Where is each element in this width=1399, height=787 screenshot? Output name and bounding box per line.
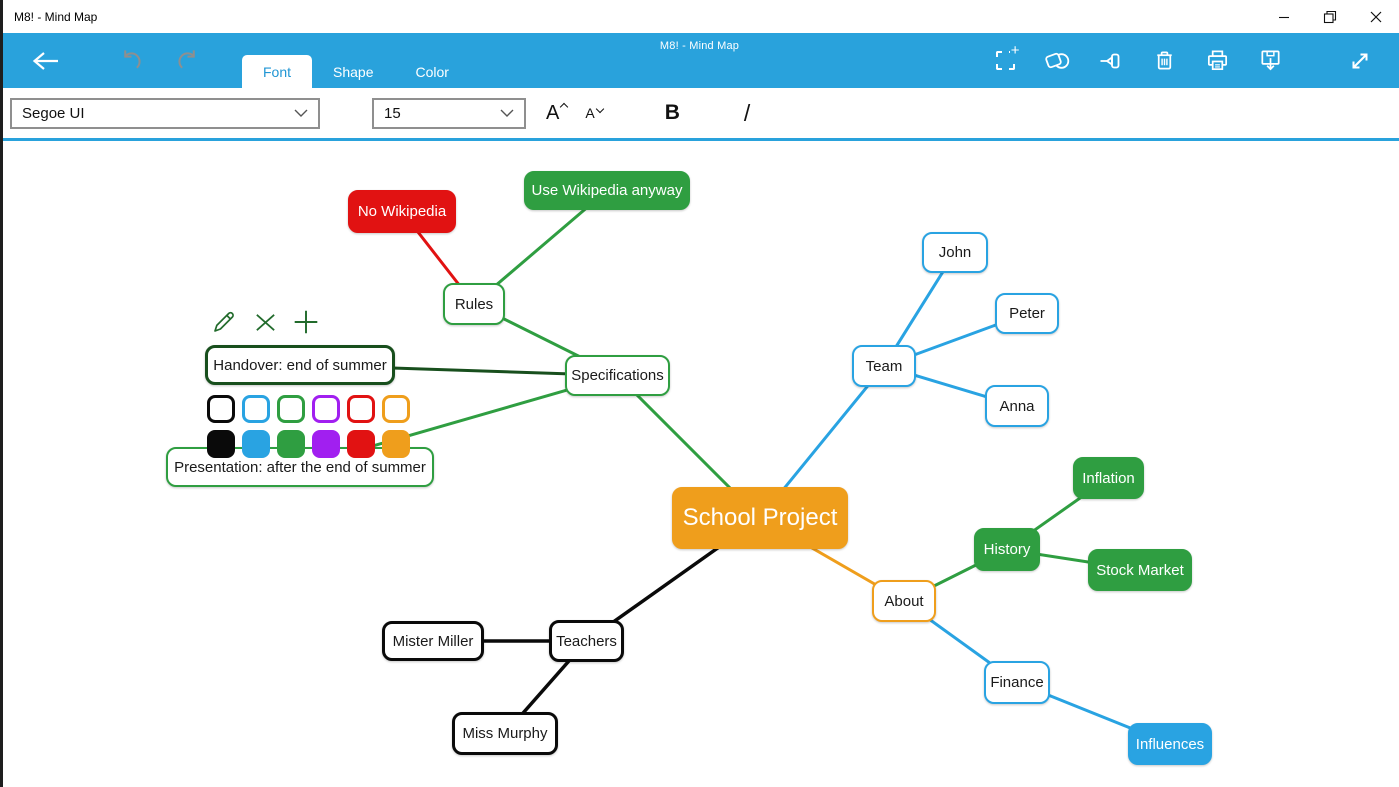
pin-icon <box>1100 53 1120 68</box>
palette-outline-swatch-4[interactable] <box>347 395 375 423</box>
decrease-font-size-button[interactable]: A <box>585 104 604 121</box>
titlebar: M8! - Mind Map <box>0 0 1399 33</box>
palette-outline-swatch-5[interactable] <box>382 395 410 423</box>
redo-icon <box>177 50 195 69</box>
pin-button[interactable] <box>1098 48 1124 74</box>
window-left-border <box>0 0 3 787</box>
node-teachers[interactable]: Teachers <box>549 620 624 662</box>
node-peter[interactable]: Peter <box>995 293 1059 334</box>
minimize-button[interactable] <box>1261 0 1307 33</box>
ribbon-tabs: Font Shape Color <box>242 33 470 88</box>
redo-button[interactable] <box>167 33 207 88</box>
print-button[interactable] <box>1204 48 1230 74</box>
node-handover[interactable]: Handover: end of summer <box>205 345 395 385</box>
node-mister-miller[interactable]: Mister Miller <box>382 621 484 661</box>
eraser-button[interactable] <box>1045 48 1071 74</box>
palette-outline-swatch-2[interactable] <box>277 395 305 423</box>
edit-pencil-icon <box>214 311 234 332</box>
caret-up-icon <box>560 102 569 111</box>
palette-fill-swatch-5[interactable] <box>382 430 410 458</box>
node-school-project[interactable]: School Project <box>672 487 848 549</box>
chevron-down-icon <box>500 109 514 117</box>
delete-cross-icon <box>255 314 275 331</box>
palette-fill-swatch-3[interactable] <box>312 430 340 458</box>
font-family-value: Segoe UI <box>22 104 85 122</box>
print-icon <box>1207 50 1227 71</box>
trash-icon <box>1156 51 1172 70</box>
multi-select-button[interactable]: + <box>992 43 1021 74</box>
node-rules[interactable]: Rules <box>443 283 505 325</box>
increase-font-letter: A <box>546 101 560 124</box>
edit-pencil-node-button[interactable] <box>210 309 238 337</box>
font-size-select[interactable]: 15 <box>372 97 526 129</box>
palette-fill-swatch-4[interactable] <box>347 430 375 458</box>
undo-icon <box>123 50 141 69</box>
node-history[interactable]: History <box>974 528 1040 571</box>
bold-button[interactable]: B <box>664 101 680 124</box>
palette-fill-swatch-2[interactable] <box>277 430 305 458</box>
palette-outline-swatch-0[interactable] <box>207 395 235 423</box>
multi-select-icon: + <box>995 43 1021 70</box>
node-miss-murphy[interactable]: Miss Murphy <box>452 712 558 755</box>
delete-button[interactable] <box>1151 48 1177 74</box>
italic-button[interactable]: / <box>743 99 751 126</box>
node-team[interactable]: Team <box>852 345 916 387</box>
node-inflation[interactable]: Inflation <box>1073 457 1144 499</box>
node-finance[interactable]: Finance <box>984 661 1050 704</box>
close-icon <box>1370 11 1382 22</box>
palette-outline-swatch-3[interactable] <box>312 395 340 423</box>
node-no-wikipedia[interactable]: No Wikipedia <box>348 190 456 233</box>
expand-icon <box>1352 53 1368 68</box>
font-size-value: 15 <box>384 104 401 122</box>
node-use-wikipedia[interactable]: Use Wikipedia anyway <box>524 171 690 210</box>
node-influences[interactable]: Influences <box>1128 723 1212 765</box>
back-arrow-icon <box>32 51 58 70</box>
palette-fill-swatch-0[interactable] <box>207 430 235 458</box>
restore-button[interactable] <box>1307 0 1353 33</box>
tab-shape[interactable]: Shape <box>312 55 394 88</box>
palette-fill-swatch-1[interactable] <box>242 430 270 458</box>
minimize-icon <box>1279 16 1289 18</box>
node-stock-market[interactable]: Stock Market <box>1088 549 1192 591</box>
increase-font-size-button[interactable]: A <box>546 101 569 125</box>
add-plus-node-button[interactable] <box>292 308 320 336</box>
restore-icon <box>1323 10 1337 23</box>
tab-color[interactable]: Color <box>395 55 470 88</box>
expand-button[interactable] <box>1347 48 1373 74</box>
close-button[interactable] <box>1353 0 1399 33</box>
delete-cross-node-button[interactable] <box>251 310 279 338</box>
undo-button[interactable] <box>111 33 151 88</box>
back-button[interactable] <box>26 33 66 88</box>
chevron-down-icon <box>294 109 308 117</box>
node-anna[interactable]: Anna <box>985 385 1049 427</box>
toolbar-app-title: M8! - Mind Map <box>659 40 740 52</box>
node-about[interactable]: About <box>872 580 936 622</box>
main-toolbar: Font Shape Color M8! - Mind Map + <box>0 33 1399 88</box>
node-john[interactable]: John <box>922 232 988 273</box>
caret-down-icon <box>595 104 604 114</box>
save-button[interactable] <box>1257 48 1283 74</box>
toolbar-right-actions: + <box>965 33 1399 88</box>
palette-outline-swatch-1[interactable] <box>242 395 270 423</box>
tab-font[interactable]: Font <box>242 55 313 88</box>
font-ribbon: Segoe UI 15 A A B / <box>0 88 1399 141</box>
save-icon <box>1260 50 1280 71</box>
decrease-font-letter: A <box>585 105 595 121</box>
font-family-select[interactable]: Segoe UI <box>10 97 320 129</box>
add-plus-icon <box>294 310 318 334</box>
window-controls <box>1261 0 1399 33</box>
node-specifications[interactable]: Specifications <box>565 355 670 396</box>
window-title: M8! - Mind Map <box>14 9 98 24</box>
eraser-icon <box>1045 52 1070 69</box>
